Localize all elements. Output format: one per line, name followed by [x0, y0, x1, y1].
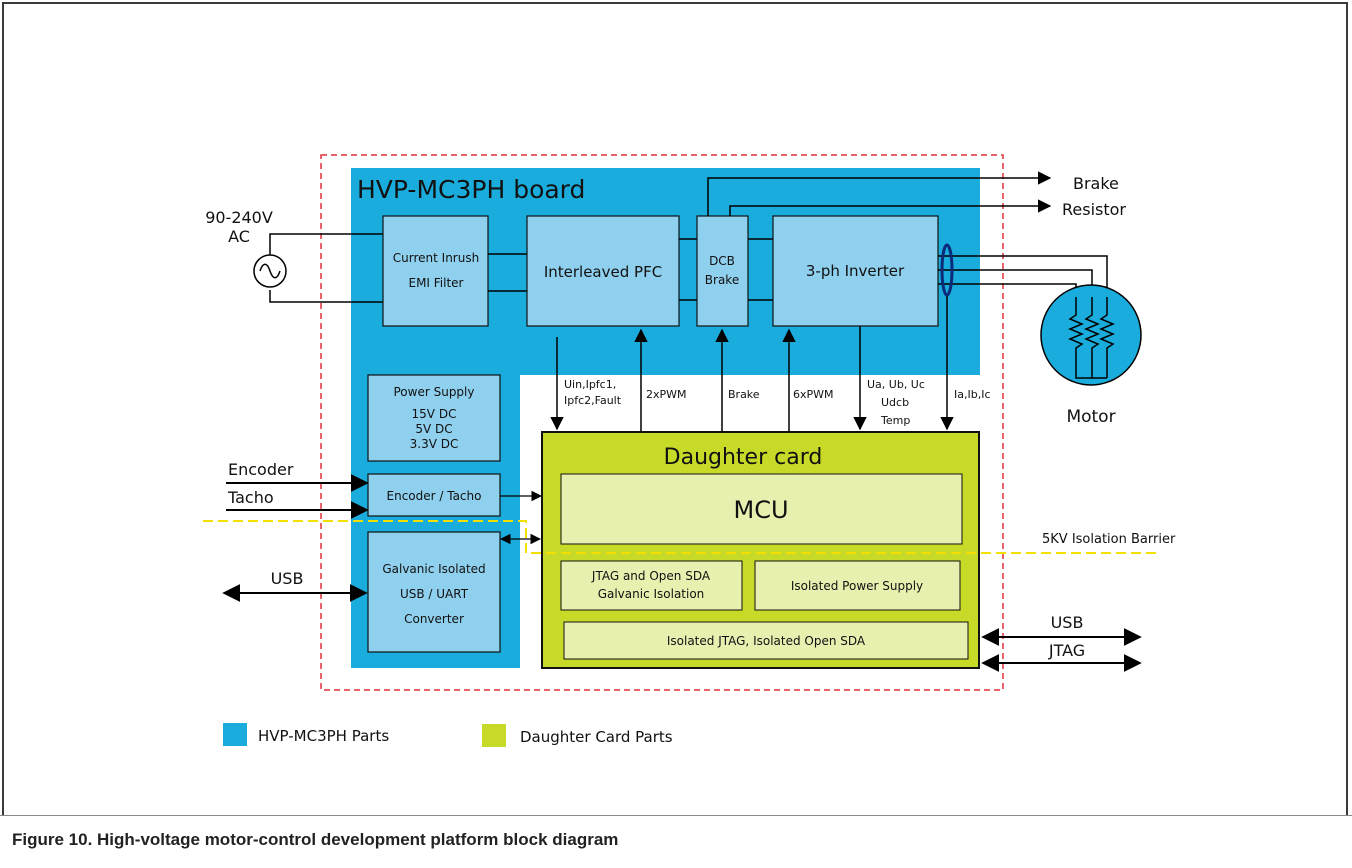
- motor-winding-2: [1084, 297, 1100, 378]
- mcu-block: [560, 473, 963, 545]
- usb-uart-block: [367, 531, 501, 653]
- daughter-card-title: Daughter card: [664, 445, 823, 470]
- figure-caption: Figure 10. High-voltage motor-control de…: [12, 830, 619, 849]
- dcb-brake-block: [696, 215, 749, 327]
- encoder-tacho-block: [367, 473, 501, 517]
- usb-uart-label-2: USB / UART: [400, 587, 469, 601]
- jtag-right-label: JTAG: [1048, 641, 1085, 660]
- isolated-jtag-block: [563, 621, 969, 660]
- usb-uart-label-1: Galvanic Isolated: [382, 562, 485, 576]
- brake-resistor-label-1: Brake: [1073, 174, 1119, 193]
- encoder-tacho-label: Encoder / Tacho: [387, 489, 482, 503]
- inv-sense-label-1: Ua, Ub, Uc: [867, 378, 925, 391]
- current-sensor-icon: [940, 243, 954, 297]
- power-supply-label-4: 3.3V DC: [410, 437, 459, 451]
- legend-hvp-swatch: [223, 723, 247, 746]
- pfc-label: Interleaved PFC: [544, 263, 662, 281]
- power-supply-block: [367, 374, 501, 462]
- inv-sense-label-2: Udcb: [881, 396, 909, 409]
- power-supply-label-2: 15V DC: [412, 407, 457, 421]
- motor-label: Motor: [1066, 407, 1115, 427]
- currents-label: Ia,Ib,Ic: [954, 388, 991, 401]
- pfc-block: [526, 215, 680, 327]
- inverter-label: 3-ph Inverter: [806, 262, 905, 280]
- usb-right-label: USB: [1051, 613, 1084, 632]
- brake-signal-label: Brake: [728, 388, 760, 401]
- tacho-label: Tacho: [227, 488, 274, 507]
- pfc-pwm-label: 2xPWM: [646, 388, 687, 401]
- system-boundary: [320, 154, 1004, 691]
- inverter-block: [772, 215, 939, 327]
- caption-bar: [0, 815, 1352, 868]
- dcb-label-1: DCB: [709, 254, 735, 268]
- isolation-barrier-line: [203, 520, 1158, 554]
- pfc-sense-label-2: Ipfc2,Fault: [564, 394, 622, 407]
- brake-wire-1: [707, 171, 1052, 216]
- brake-resistor-label-2: Resistor: [1062, 200, 1126, 219]
- dcb-label-2: Brake: [705, 273, 739, 287]
- legend-hvp-label: HVP-MC3PH Parts: [258, 727, 389, 745]
- motor-phase-a: [938, 255, 1108, 297]
- usb-uart-label-3: Converter: [404, 612, 464, 626]
- legend-daughter-swatch: [482, 724, 506, 747]
- mcu-label: MCU: [733, 496, 788, 524]
- ac-label-1: 90-240V: [205, 208, 273, 227]
- motor-winding-3: [1099, 297, 1115, 378]
- jtag-osda-label-1: JTAG and Open SDA: [591, 569, 711, 583]
- board-title: HVP-MC3PH board: [357, 175, 585, 204]
- motor-icon: [1040, 284, 1142, 386]
- emi-filter-block: [382, 215, 489, 327]
- power-supply-label-1: Power Supply: [394, 385, 475, 399]
- pfc-sense-label-1: Uin,Ipfc1,: [564, 378, 616, 391]
- isolated-power-label: Isolated Power Supply: [791, 579, 923, 593]
- usb-left-label: USB: [271, 569, 304, 588]
- isolated-jtag-label: Isolated JTAG, Isolated Open SDA: [667, 634, 866, 648]
- sine-wave-icon: [259, 263, 281, 279]
- legend-daughter-label: Daughter Card Parts: [520, 728, 673, 746]
- encoder-label: Encoder: [228, 460, 294, 479]
- inv-sense-label-3: Temp: [880, 414, 910, 427]
- jtag-osda-label-2: Galvanic Isolation: [598, 587, 705, 601]
- emi-filter-label-2: EMI Filter: [408, 276, 463, 290]
- motor-winding-1: [1068, 297, 1107, 379]
- inv-pwm-label: 6xPWM: [793, 388, 834, 401]
- emi-filter-label-1: Current Inrush: [393, 251, 479, 265]
- ac-label-2: AC: [228, 227, 250, 246]
- isolation-barrier-label: 5KV Isolation Barrier: [1042, 532, 1176, 547]
- jtag-osda-block: [560, 560, 743, 611]
- ac-wire-bottom: [269, 290, 383, 303]
- ac-wire-top: [269, 233, 383, 256]
- isolated-power-block: [754, 560, 961, 611]
- power-supply-label-3: 5V DC: [415, 422, 452, 436]
- brake-wire-2: [729, 199, 1052, 216]
